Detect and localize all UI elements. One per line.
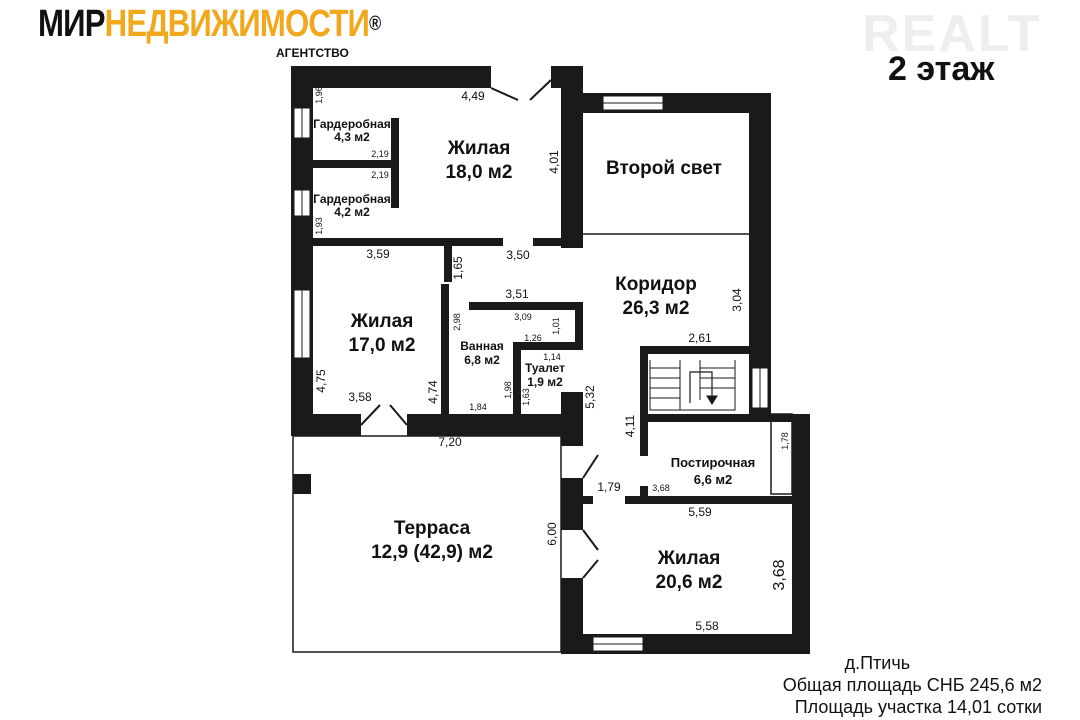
- terrace-outline: [292, 435, 562, 653]
- dimension: 4,01: [547, 150, 561, 174]
- room-name: Постирочная: [671, 455, 755, 470]
- dimension: 1,65: [451, 256, 465, 280]
- room-name: Коридор: [615, 274, 697, 295]
- wall: [792, 414, 810, 654]
- dimension: 3,50: [506, 248, 530, 262]
- dimension: 1,78: [780, 432, 790, 450]
- room-name: Туалет: [525, 361, 565, 375]
- room-area: 4,3 м2: [334, 130, 370, 144]
- wall: [313, 160, 395, 168]
- dimension: 1,01: [551, 317, 561, 335]
- dimension: 2,98: [452, 313, 462, 331]
- dimension: 1,63: [521, 388, 531, 406]
- room-name: Жилая: [447, 138, 511, 159]
- logo-wordmark: МИРНЕДВИЖИМОСТИ®: [38, 3, 381, 45]
- wall: [640, 486, 648, 504]
- wall: [441, 284, 449, 414]
- room-area: 6,6 м2: [694, 472, 733, 487]
- doors: [360, 79, 599, 579]
- dimension: 3,68: [771, 559, 788, 590]
- room-name: Ванная: [460, 339, 504, 353]
- wall: [291, 414, 361, 436]
- wall: [640, 346, 648, 456]
- dimension: 3,04: [730, 288, 744, 312]
- dimension: 5,59: [688, 505, 712, 519]
- place-name: д.Птичь: [844, 653, 911, 673]
- wall: [515, 342, 583, 350]
- room-area: 6,8 м2: [464, 353, 500, 367]
- wall: [749, 93, 771, 415]
- logo-subtitle: АГЕНТСТВО: [276, 46, 349, 60]
- dimension: 4,49: [461, 89, 485, 103]
- floor-label: 2 этаж: [888, 50, 995, 88]
- dimension: 3,09: [514, 312, 532, 322]
- wall: [444, 246, 452, 282]
- room-area: 1,9 м2: [527, 375, 563, 389]
- dimension: 7,20: [438, 435, 462, 449]
- room-area: 20,6 м2: [656, 572, 723, 593]
- column: [293, 474, 311, 494]
- room-name: Терраса: [394, 518, 471, 539]
- room-name: Гардеробная: [313, 117, 391, 131]
- dimension: 2,61: [688, 331, 712, 345]
- stair-frame: [649, 360, 736, 411]
- dimension: 3,59: [366, 247, 390, 261]
- room-area: 18,0 м2: [446, 162, 513, 183]
- watermark: REALT: [862, 5, 1042, 63]
- dimension: 1,93: [314, 217, 324, 235]
- thin-lines: [292, 233, 793, 653]
- wall: [561, 66, 583, 248]
- wall: [625, 496, 792, 504]
- laundry-outline: [770, 413, 793, 495]
- room-area: 12,9 (42,9) м2: [371, 542, 493, 563]
- wall: [561, 478, 583, 530]
- dimension: 2,19: [371, 149, 389, 159]
- wall: [583, 496, 593, 504]
- wall: [640, 346, 750, 354]
- wall: [575, 302, 583, 342]
- agency-logo: МИРНЕДВИЖИМОСТИ® АГЕНТСТВО: [38, 2, 456, 60]
- room-area: 26,3 м2: [623, 298, 690, 319]
- dimension: 4,74: [426, 380, 440, 404]
- wall: [533, 238, 583, 246]
- wall: [513, 342, 521, 414]
- wall: [391, 118, 399, 208]
- stairs: [649, 360, 736, 411]
- total-area: Общая площадь СНБ 245,6 м2: [782, 675, 1042, 695]
- dimension: 1,98: [503, 381, 513, 399]
- room-area: 4,2 м2: [334, 205, 370, 219]
- dimension: 5,32: [583, 385, 597, 409]
- dimension: 4,11: [623, 414, 637, 437]
- room-area: 17,0 м2: [349, 335, 416, 356]
- room-name: Второй свет: [606, 158, 722, 179]
- dimension: 3,51: [505, 287, 529, 301]
- window-lines: [301, 102, 761, 645]
- dimension: 6,00: [545, 522, 559, 546]
- wall: [291, 66, 491, 88]
- dimension: 1,26: [524, 333, 542, 343]
- dimension: 1,79: [597, 480, 621, 494]
- wall: [407, 414, 583, 436]
- dimension: 3,58: [348, 390, 372, 404]
- dimension: 1,96: [314, 86, 324, 104]
- dimension-labels: 4,49 1,96 2,19 2,19 1,93 4,01 3,59 1,65 …: [314, 86, 790, 633]
- wall: [561, 93, 771, 113]
- dimension: 2,19: [371, 170, 389, 180]
- property-info: д.Птичь Общая площадь СНБ 245,6 м2 Площа…: [783, 652, 1042, 718]
- dimension: 5,58: [695, 619, 719, 633]
- room-name: Жилая: [350, 311, 414, 332]
- wall: [469, 302, 581, 310]
- plot-area: Площадь участка 14,01 сотки: [794, 697, 1042, 717]
- dimension: 4,75: [314, 369, 328, 393]
- dimension: 3,68: [652, 483, 670, 493]
- room-name: Жилая: [657, 548, 721, 569]
- wall: [640, 414, 792, 422]
- dimension: 1,84: [469, 402, 487, 412]
- dimension: 1,14: [543, 352, 561, 362]
- wall: [313, 238, 503, 246]
- room-name: Гардеробная: [313, 192, 391, 206]
